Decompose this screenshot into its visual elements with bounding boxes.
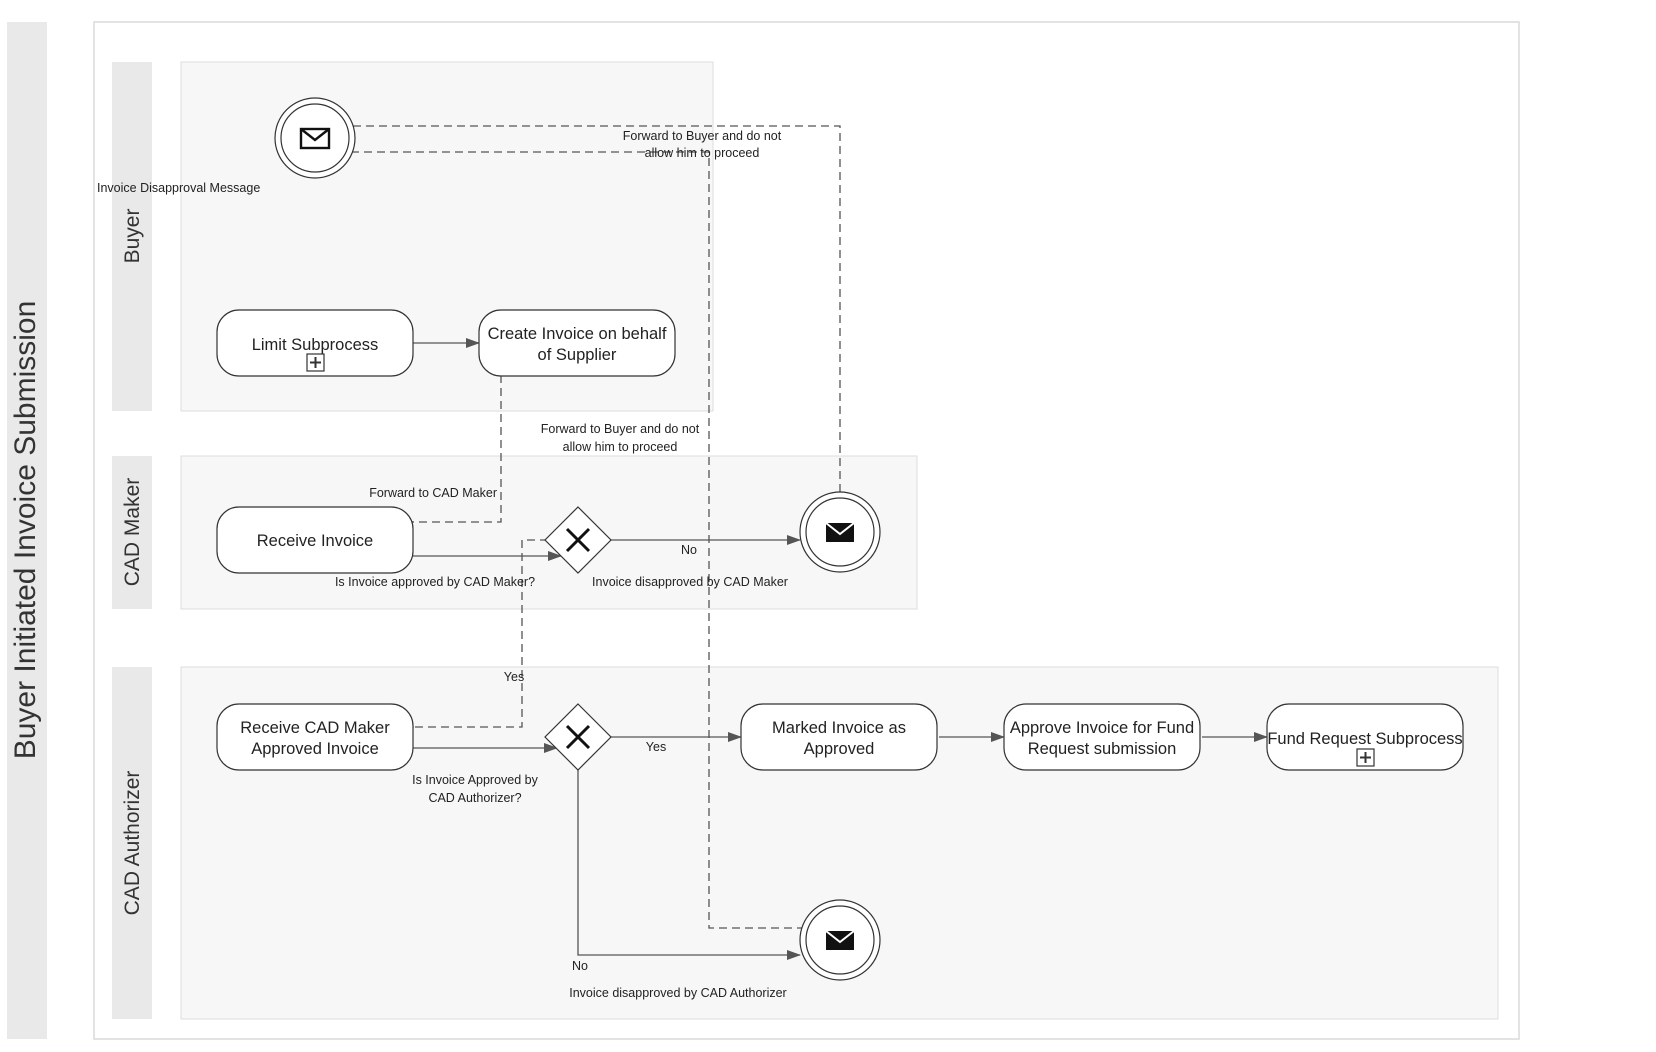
- event-invoice-disapproved-cad-authorizer[interactable]: [799, 899, 881, 981]
- task-receive-cad-maker-approved-label-line1: Receive CAD Maker: [240, 719, 390, 737]
- label-invoice-disapproval-message: Invoice Disapproval Message: [97, 181, 260, 195]
- lane-header-cad-maker: [112, 456, 152, 609]
- lane-title-buyer: Buyer: [121, 209, 144, 264]
- message-flow-yes-to-receive-approved: [413, 539, 548, 727]
- message-flow-create-to-receive-invoice: [413, 375, 502, 522]
- task-create-invoice-label-line1: Create Invoice on behalf: [488, 325, 667, 343]
- flow-gateway-authorizer-no: [577, 770, 801, 960]
- task-marked-invoice-approved-box: [740, 703, 938, 771]
- task-receive-cad-maker-approved-box: [216, 703, 414, 771]
- sequence-flows: [413, 338, 1268, 960]
- label-forward-to-buyer-top-line1: Forward to Buyer and do not: [623, 129, 782, 143]
- label-yes-maker: Yes: [504, 670, 524, 684]
- pool-title: Buyer Initiated Invoice Submission: [9, 301, 42, 760]
- pool-frame: [93, 21, 1520, 1040]
- task-limit-subprocess[interactable]: Limit Subprocess: [216, 309, 414, 377]
- label-forward-to-buyer-mid-line2: allow him to proceed: [563, 440, 678, 454]
- label-gateway-cad-authorizer-question-line2: CAD Authorizer?: [428, 791, 521, 805]
- message-flow-cad-maker-end-to-buyer: [352, 126, 841, 492]
- task-create-invoice[interactable]: Create Invoice on behalf of Supplier: [478, 309, 676, 377]
- task-approve-fund-request[interactable]: Approve Invoice for Fund Request submiss…: [1003, 703, 1201, 771]
- subprocess-expand-icon[interactable]: [1356, 748, 1375, 767]
- event-invoice-disapproved-cad-maker[interactable]: [799, 491, 881, 573]
- task-create-invoice-box: [478, 309, 676, 377]
- task-marked-invoice-approved-label-line1: Marked Invoice as: [772, 719, 906, 737]
- task-receive-invoice-label: Receive Invoice: [257, 532, 373, 550]
- task-receive-cad-maker-approved-label-line2: Approved Invoice: [251, 740, 379, 758]
- task-limit-subprocess-label: Limit Subprocess: [252, 336, 379, 354]
- envelope-filled-icon: [825, 930, 855, 950]
- gateway-cad-maker[interactable]: [544, 506, 612, 574]
- lane-header-cad-authorizer: [112, 667, 152, 1019]
- task-receive-invoice-box: [216, 506, 414, 574]
- task-approve-fund-request-label-line2: Request submission: [1028, 740, 1177, 758]
- gateway-cad-authorizer[interactable]: [544, 703, 612, 771]
- label-no-authorizer: No: [572, 959, 588, 973]
- task-receive-invoice[interactable]: Receive Invoice: [216, 506, 414, 574]
- exclusive-x-icon: [565, 724, 591, 750]
- task-fund-request-subprocess-label: Fund Request Subprocess: [1267, 730, 1462, 748]
- label-forward-to-cad-maker: Forward to CAD Maker: [369, 486, 497, 500]
- task-fund-request-subprocess[interactable]: Fund Request Subprocess: [1266, 703, 1464, 771]
- pool: Buyer Initiated Invoice Submission: [7, 21, 1520, 1040]
- pool-header: [7, 22, 47, 1039]
- lane-title-cad-authorizer: CAD Authorizer: [121, 771, 144, 916]
- envelope-filled-icon: [825, 522, 855, 542]
- label-gateway-cad-authorizer-question-line1: Is Invoice Approved by: [412, 773, 539, 787]
- task-limit-subprocess-box: [216, 309, 414, 377]
- label-yes-authorizer: Yes: [646, 740, 666, 754]
- label-forward-to-buyer-mid-line1: Forward to Buyer and do not: [541, 422, 700, 436]
- task-fund-request-subprocess-box: [1266, 703, 1464, 771]
- lane-title-cad-maker: CAD Maker: [121, 478, 144, 587]
- label-forward-to-buyer-top-line2: allow him to proceed: [645, 146, 760, 160]
- label-gateway-cad-maker-question: Is Invoice approved by CAD Maker?: [335, 575, 535, 589]
- labels: Invoice Disapproval Message Forward to B…: [97, 129, 788, 1000]
- task-marked-invoice-approved-label-line2: Approved: [804, 740, 875, 758]
- envelope-outline-icon: [299, 127, 331, 150]
- label-invoice-disapproved-cad-authorizer: Invoice disapproved by CAD Authorizer: [569, 986, 786, 1000]
- lane-header-buyer: [112, 62, 152, 411]
- task-create-invoice-label-line2: of Supplier: [538, 346, 617, 364]
- subprocess-expand-icon[interactable]: [306, 353, 325, 372]
- event-invoice-disapproval-message[interactable]: [274, 97, 356, 179]
- task-receive-cad-maker-approved[interactable]: Receive CAD Maker Approved Invoice: [216, 703, 414, 771]
- task-approve-fund-request-label-line1: Approve Invoice for Fund: [1010, 719, 1194, 737]
- task-marked-invoice-approved[interactable]: Marked Invoice as Approved: [740, 703, 938, 771]
- label-no-maker: No: [681, 543, 697, 557]
- label-invoice-disapproved-cad-maker: Invoice disapproved by CAD Maker: [592, 575, 788, 589]
- task-approve-fund-request-box: [1003, 703, 1201, 771]
- exclusive-x-icon: [565, 527, 591, 553]
